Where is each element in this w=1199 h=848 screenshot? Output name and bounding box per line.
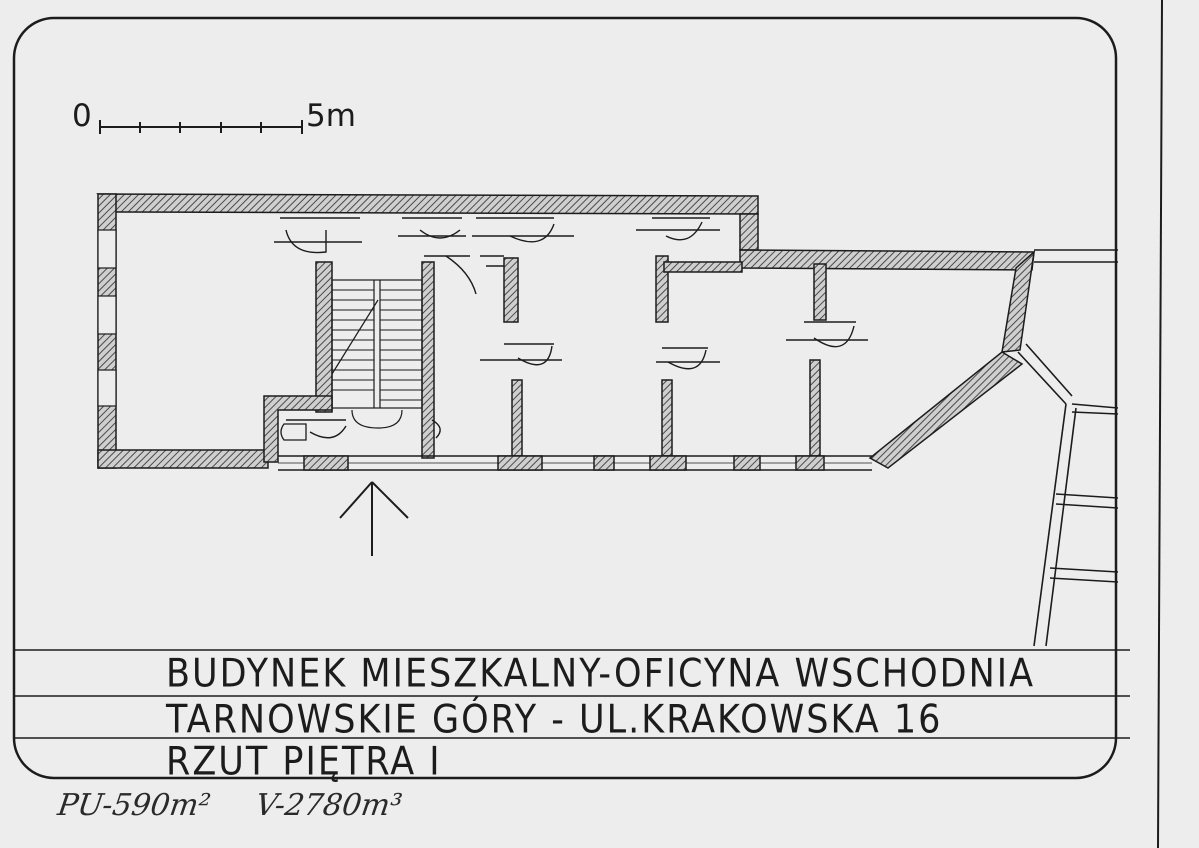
scale-bar: [99, 120, 303, 134]
sheet-frame: [12, 0, 1163, 848]
staircase: [331, 279, 423, 429]
left-windows: [97, 229, 117, 407]
title-building-name: BUDYNEK MIESZKALNY-OFICYNA WSCHODNIA: [166, 652, 1036, 697]
entrance-arrow: [339, 481, 409, 556]
exterior-walls: [96, 193, 1036, 469]
scale-end-label: 5m: [306, 98, 356, 134]
handwritten-area-note: PU-590m²: [55, 788, 213, 823]
adjacent-building: [1017, 249, 1119, 647]
front-wall: [278, 455, 872, 471]
door-swings: [274, 217, 868, 439]
title-floor-plan-name: RZUT PIĘTRA I: [166, 740, 442, 785]
handwritten-volume-note: V-2780m³: [253, 788, 405, 823]
title-address: TARNOWSKIE GÓRY - UL.KRAKOWSKA 16: [166, 698, 943, 743]
scale-start-label: 0: [72, 98, 92, 134]
interior-walls: [263, 255, 827, 463]
title-block-lines: [14, 649, 1130, 739]
wc-fixture: [280, 423, 307, 441]
